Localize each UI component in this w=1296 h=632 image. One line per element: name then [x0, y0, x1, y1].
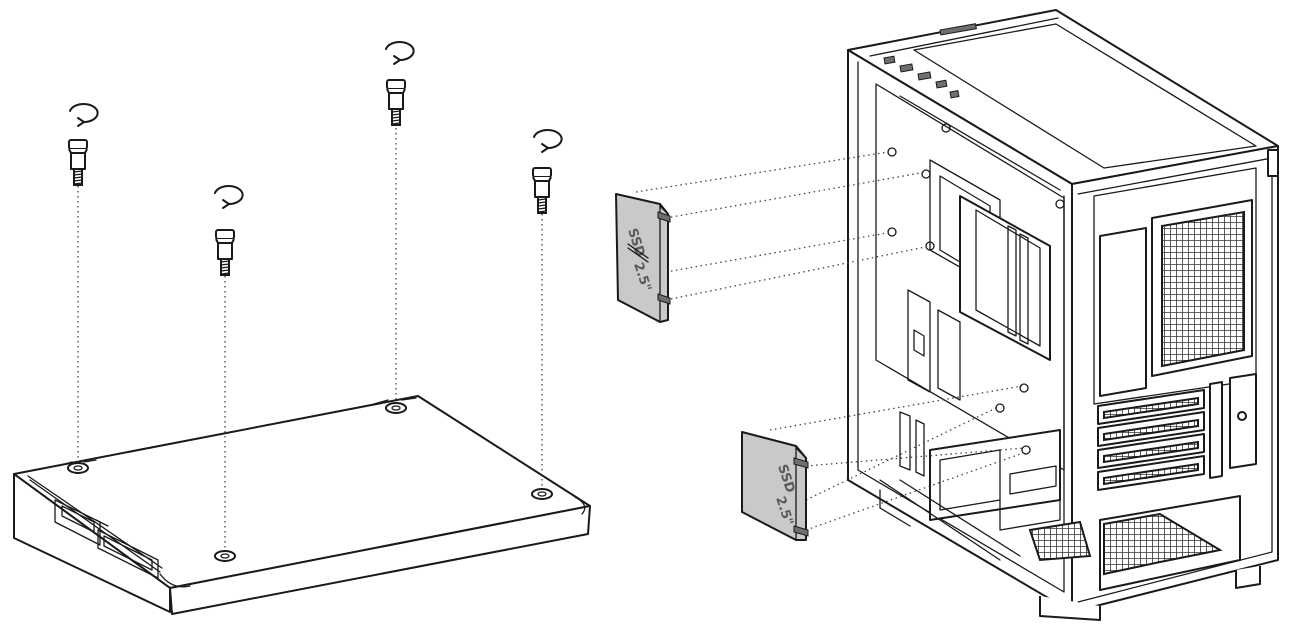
mount-hole	[373, 397, 417, 414]
rotate-clockwise-icon	[385, 41, 415, 65]
drive-cage	[879, 159, 1061, 561]
standoff-screw	[68, 139, 88, 186]
ssd-drive	[13, 395, 591, 615]
rotate-clockwise-icon	[533, 129, 563, 153]
psu-mesh	[1103, 512, 1223, 576]
mount-hole	[214, 550, 236, 562]
standoff-screw	[532, 167, 552, 214]
sata-connector	[54, 499, 159, 579]
bracket-guide-lines	[635, 151, 1027, 531]
mount-hole	[57, 459, 97, 474]
pc-case	[847, 9, 1279, 621]
rear-fan-mesh	[1161, 210, 1245, 368]
pcie-slots	[1097, 373, 1257, 491]
top-io-panel	[883, 23, 977, 99]
ssd-mount-bracket: SSD 2.5"	[741, 431, 809, 541]
rotate-clockwise-icon	[214, 185, 244, 209]
screw-guide-lines	[77, 128, 543, 550]
ssd-mount-bracket: SSD 2.5"	[615, 193, 671, 323]
standoff-screw	[386, 79, 406, 126]
rotate-clockwise-icon	[69, 103, 99, 127]
standoff-screw	[215, 229, 235, 276]
mount-hole	[531, 488, 553, 500]
